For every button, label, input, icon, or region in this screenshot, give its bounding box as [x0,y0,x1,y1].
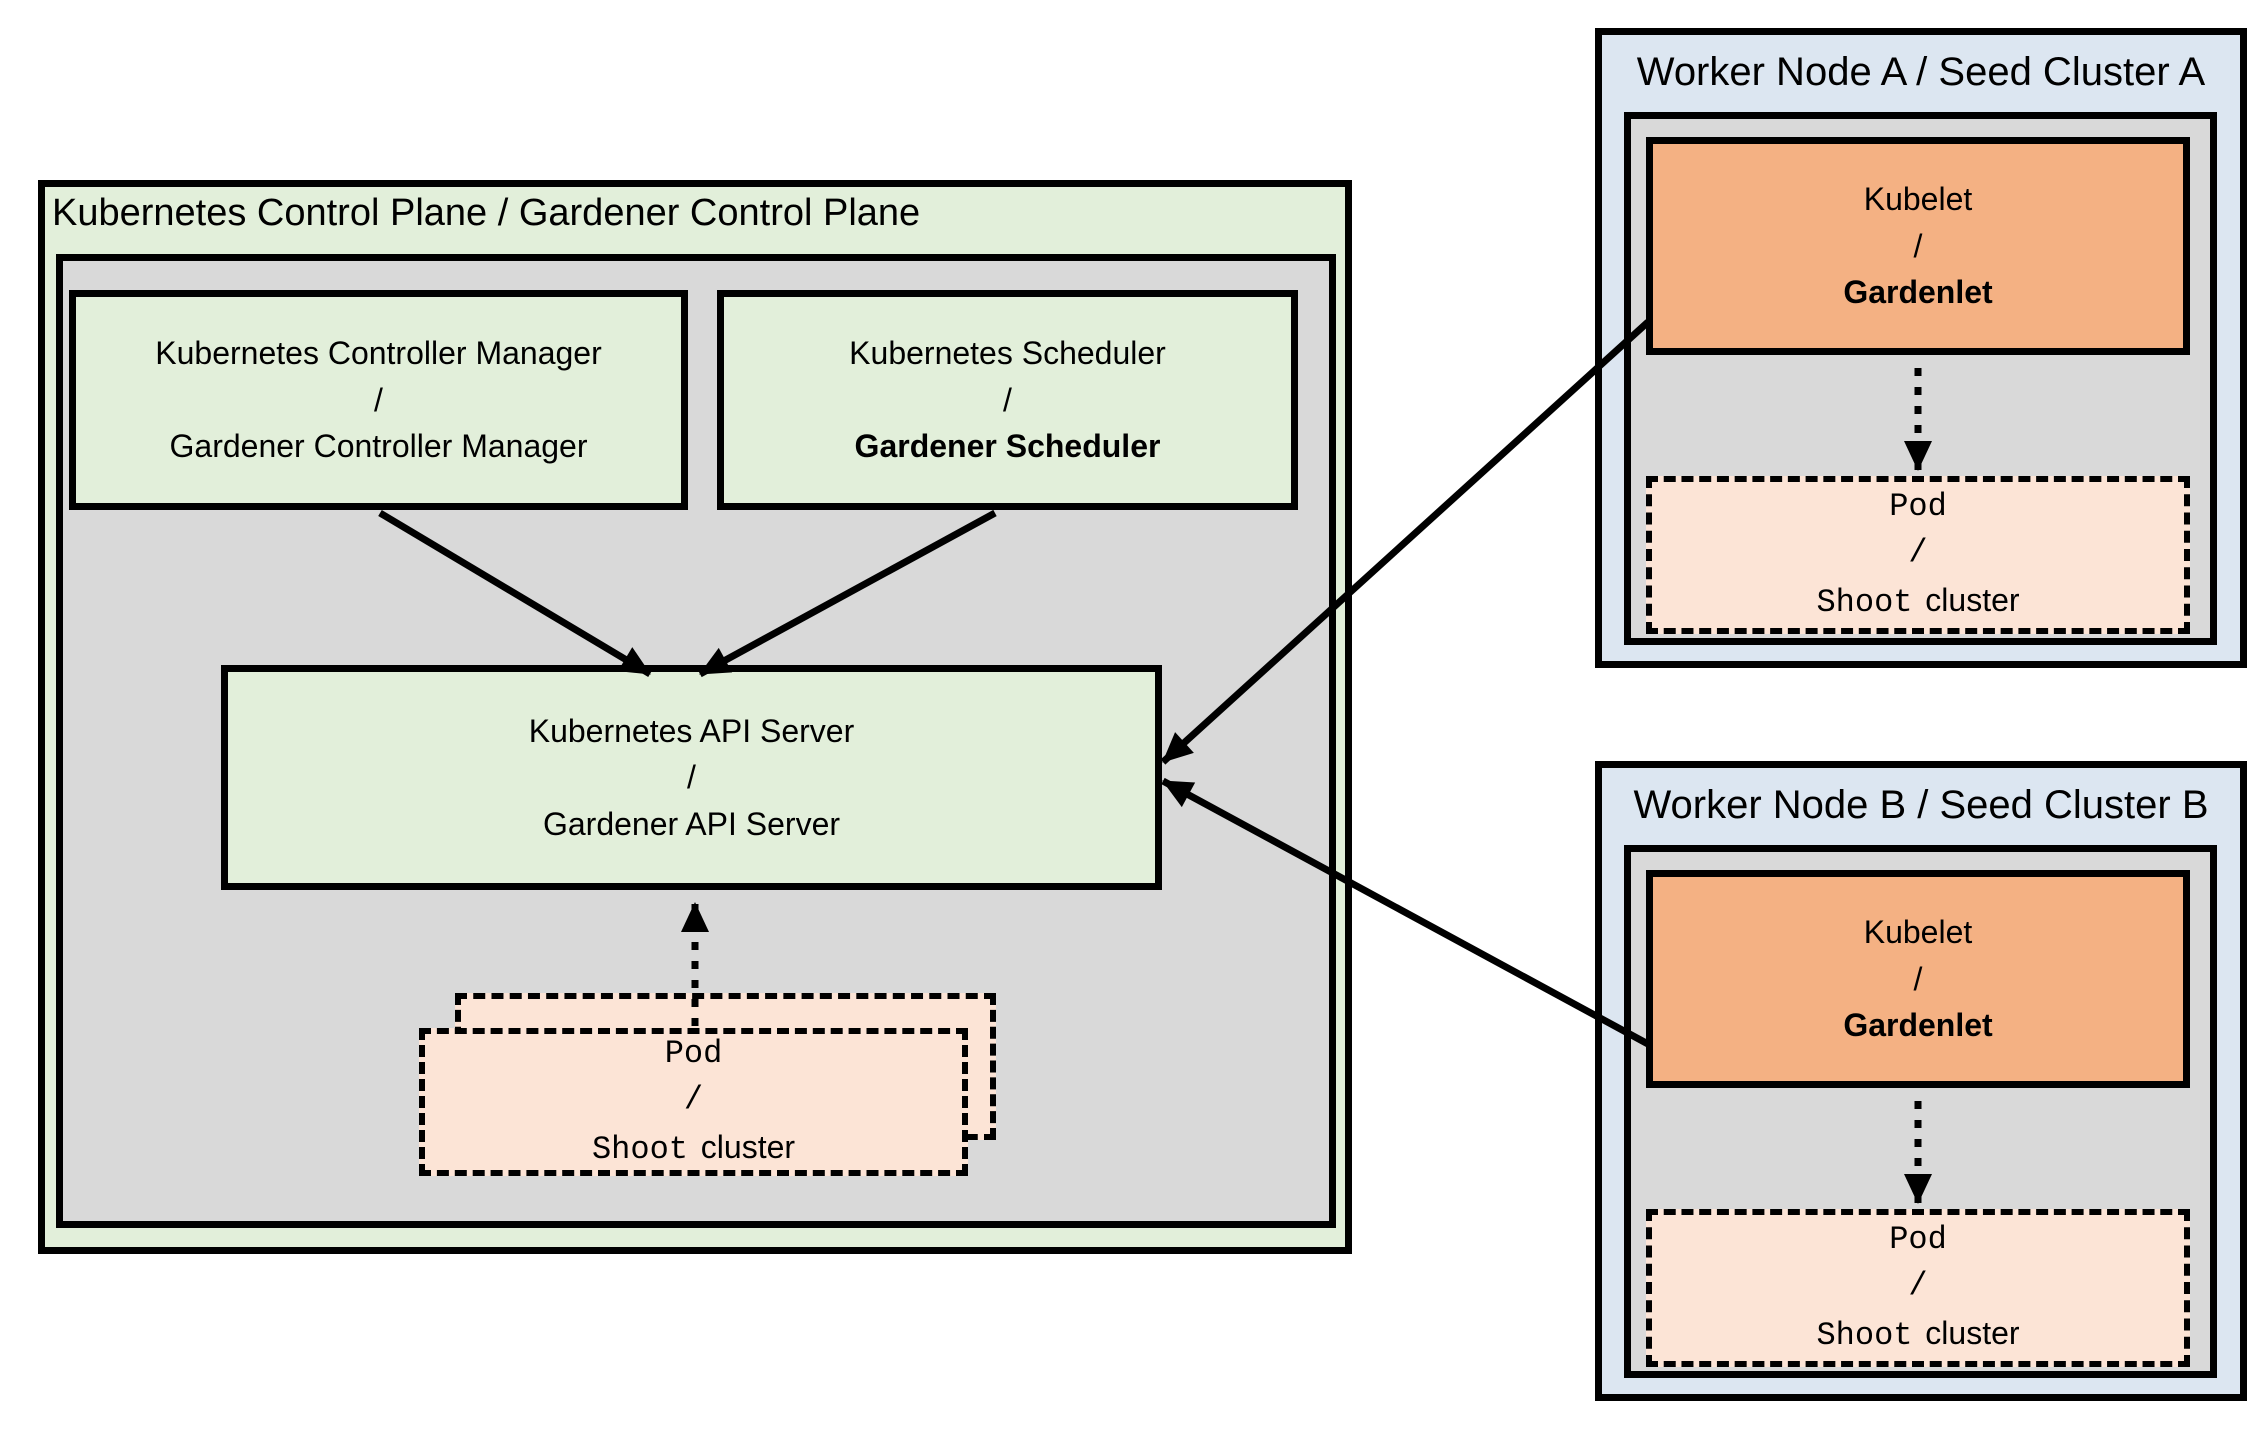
pod-line2-code: Shoot [591,1130,688,1168]
kubelet-gardenlet-box-b: Kubelet / Gardenlet [1646,870,2190,1088]
kubelet-a-line2: Gardenlet [1843,274,1993,311]
kubelet-a-line1: Kubelet [1863,181,1973,218]
kubelet-b-line2: Gardenlet [1843,1007,1993,1044]
controller-manager-line2: Gardener Controller Manager [169,428,588,465]
pod-a-line2-plain: cluster [1925,581,2020,618]
api-server-box: Kubernetes API Server / Gardener API Ser… [221,665,1162,890]
pod-a-separator: / [1908,534,1928,572]
pod-line2-plain: cluster [700,1128,796,1165]
pod-b-separator: / [1908,1267,1928,1305]
pod-line1: Pod [664,1034,723,1072]
pod-separator: / [683,1081,704,1119]
pod-line2: Shoot cluster [592,1124,795,1173]
kubelet-a-separator: / [1913,227,1923,264]
pod-b-line2-plain: cluster [1925,1314,2020,1351]
pod-b-line1: Pod [1889,1220,1947,1258]
pod-b-line2: Shoot cluster [1816,1310,2019,1359]
pod-shoot-box: Pod / Shoot cluster [419,1028,968,1176]
kubelet-b-separator: / [1913,960,1923,997]
scheduler-box: Kubernetes Scheduler / Gardener Schedule… [717,290,1298,510]
scheduler-line1: Kubernetes Scheduler [849,335,1166,372]
controller-manager-line1: Kubernetes Controller Manager [155,335,602,372]
kubelet-b-line1: Kubelet [1863,914,1973,951]
api-server-line2: Gardener API Server [542,805,841,842]
controller-manager-separator: / [374,381,383,418]
pod-a-line1: Pod [1889,487,1947,525]
pod-shoot-box-b: Pod / Shoot cluster [1646,1209,2190,1367]
control-plane-title: Kubernetes Control Plane / Gardener Cont… [52,192,921,234]
controller-manager-box: Kubernetes Controller Manager / Gardener… [69,290,688,510]
pod-shoot-box-a: Pod / Shoot cluster [1646,476,2190,634]
pod-a-line2: Shoot cluster [1816,577,2019,626]
worker-node-a-title: Worker Node A / Seed Cluster A [1636,50,2206,94]
scheduler-separator: / [1003,381,1012,418]
kubelet-gardenlet-box-a: Kubelet / Gardenlet [1646,137,2190,355]
scheduler-line2: Gardener Scheduler [854,428,1161,465]
pod-b-line2-code: Shoot [1816,1316,1913,1354]
worker-node-b-title: Worker Node B / Seed Cluster B [1633,783,2209,827]
api-server-separator: / [687,759,696,796]
pod-a-line2-code: Shoot [1816,583,1913,621]
api-server-line1: Kubernetes API Server [528,712,855,749]
